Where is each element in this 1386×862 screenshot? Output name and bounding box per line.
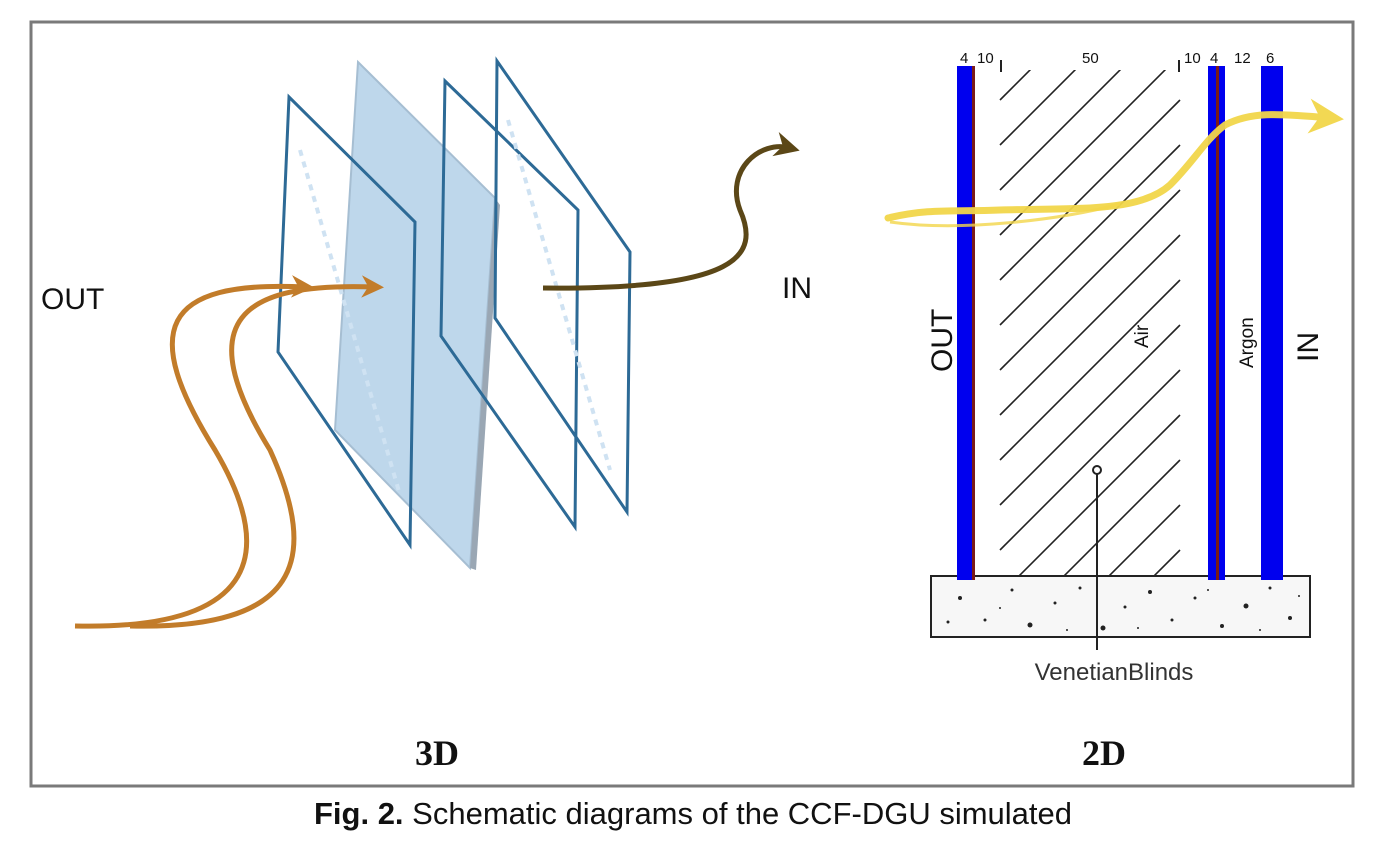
venetian-blinds-label: VenetianBlinds — [1035, 659, 1194, 686]
figure-caption: Fig. 2. Schematic diagrams of the CCF-DG… — [0, 796, 1386, 832]
caption-prefix: Fig. 2. — [313, 796, 404, 831]
venetian-blind-slats — [999, 70, 1181, 576]
view-label-3d: 3D — [415, 733, 459, 773]
base-speckles — [946, 586, 1300, 631]
dim-middle-glass: 4 — [1210, 50, 1218, 67]
light-path-2d — [884, 98, 1344, 222]
frame-base — [930, 575, 1311, 638]
dim-inner-gap: 10 — [1184, 50, 1201, 67]
outgoing-light-arrow — [542, 132, 800, 291]
panel-2d: 4 10 50 10 4 12 6 OUT IN Air Argon Venet… — [884, 50, 1344, 773]
light-path-2d-secondary — [889, 202, 1121, 228]
figure-border — [29, 20, 1355, 788]
air-label: Air — [1132, 324, 1153, 348]
blind-shadow-3d — [470, 198, 500, 570]
dim-argon-gap: 12 — [1234, 50, 1251, 67]
in-label-3d: IN — [782, 272, 812, 305]
incoming-light-arrow-1 — [74, 275, 314, 629]
out-label-2d: OUT — [926, 309, 959, 372]
dim-outer-glass: 4 — [960, 50, 968, 67]
in-label-2d: IN — [1292, 332, 1325, 362]
middle-glass-coating — [1216, 66, 1219, 580]
inner-glass-pane — [1261, 66, 1283, 580]
out-label-3d: OUT — [41, 283, 104, 316]
panel-3d: OUT IN 3D — [41, 56, 812, 773]
dim-outer-gap: 10 — [977, 50, 994, 67]
outer-glass-pane — [957, 66, 974, 580]
view-label-2d: 2D — [1082, 733, 1126, 773]
argon-label: Argon — [1237, 317, 1258, 368]
incoming-light-arrow-2 — [129, 275, 384, 629]
pane-frame-2 — [439, 77, 580, 532]
caption-text: Schematic diagrams of the CCF-DGU simula… — [403, 796, 1072, 831]
dimension-ticks — [1000, 60, 1180, 72]
pane-frame-1 — [276, 93, 417, 550]
dim-blind-cavity: 50 — [1082, 50, 1099, 67]
outer-glass-coating — [972, 66, 975, 580]
dim-inner-glass: 6 — [1266, 50, 1274, 67]
blind-pointer-dot — [1092, 465, 1102, 475]
pane-frame-3 — [493, 56, 632, 517]
pane-reflection — [506, 119, 612, 471]
